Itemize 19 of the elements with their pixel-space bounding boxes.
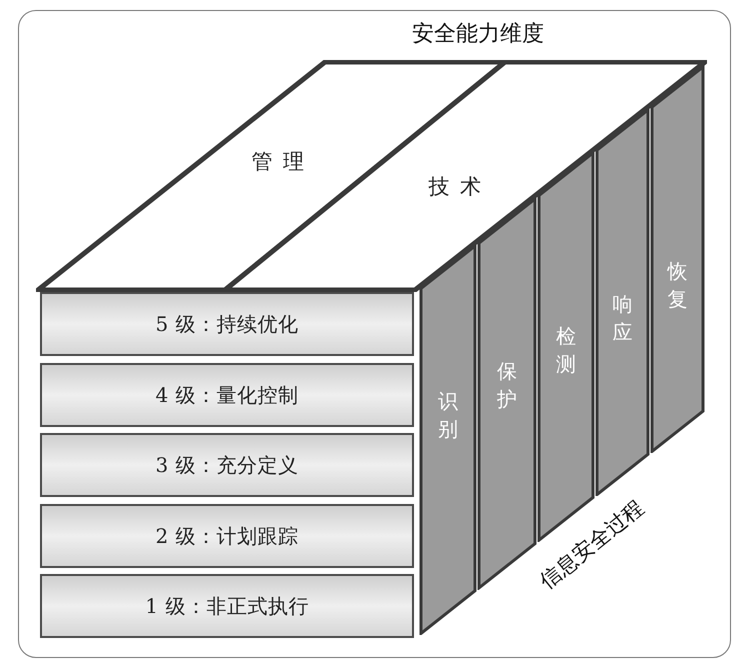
strip-label: 识别 — [438, 388, 458, 443]
level-text: 2 级：计划跟踪 — [155, 522, 299, 550]
axis-label: 信息安全过程 — [534, 494, 650, 596]
panel-label: 管理 — [252, 148, 314, 176]
level-bar — [40, 362, 414, 426]
level-bar — [40, 574, 414, 638]
level-bar — [40, 433, 414, 497]
level-text: 3 级：充分定义 — [155, 452, 299, 479]
level-text: 1 级：非正式执行 — [145, 593, 309, 620]
title: 安全能力维度 — [412, 20, 544, 48]
strip-label: 恢复 — [668, 258, 688, 313]
level-text: 5 级：持续优化 — [155, 311, 299, 338]
level-bar — [40, 504, 414, 568]
strip-label: 保护 — [497, 358, 517, 413]
panel-label: 技术 — [428, 173, 492, 200]
strip-label: 检测 — [556, 322, 576, 378]
strip-label: 响应 — [612, 290, 632, 346]
level-text: 4 级：量化控制 — [155, 382, 299, 408]
level-bar — [40, 292, 414, 356]
